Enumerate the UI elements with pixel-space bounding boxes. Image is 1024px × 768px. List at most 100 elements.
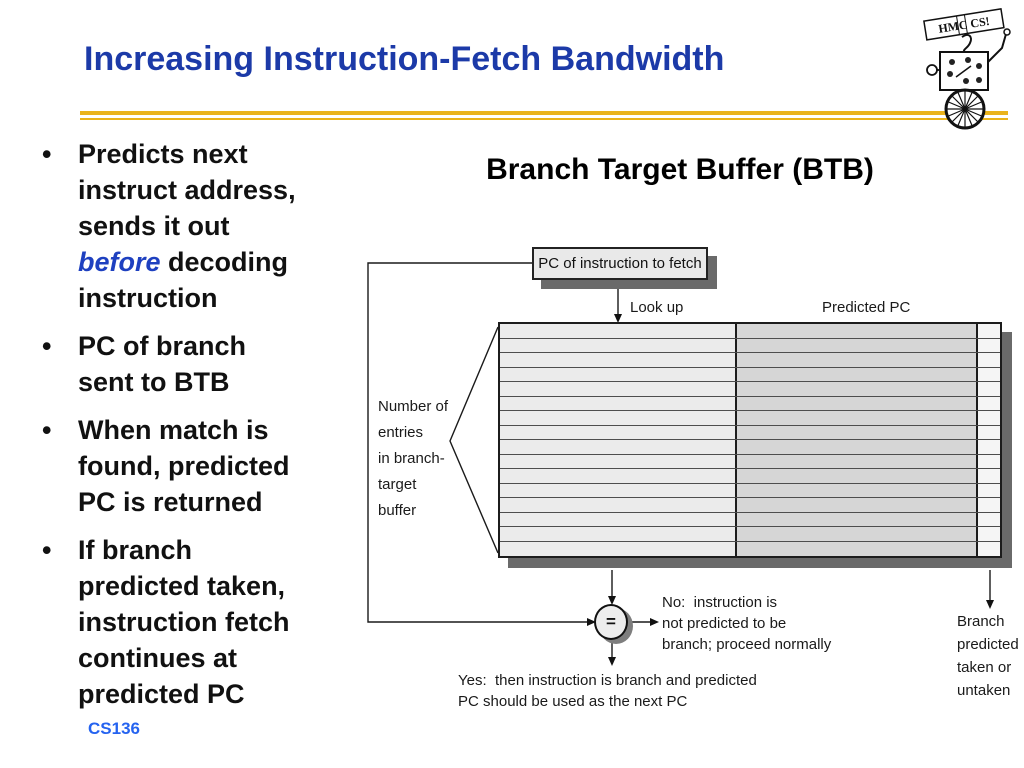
cell-prediction-state	[978, 382, 1000, 396]
bullet-list: • Predicts next instruct address, sends it …	[42, 136, 378, 724]
label-line: untaken	[957, 682, 1011, 699]
cell-lookup-pc	[500, 425, 737, 439]
bullet-line: PC is returned	[78, 487, 263, 517]
btb-table-row	[500, 469, 1000, 484]
logo-dots	[947, 57, 982, 84]
label-line: predicted	[957, 636, 1019, 653]
accent-rule	[80, 111, 1008, 120]
bullet-item: • If branch predicted taken, instruction fe…	[42, 532, 378, 712]
cell-prediction-state	[978, 440, 1000, 454]
label-line: target	[378, 476, 417, 493]
cell-predicted-pc	[737, 382, 978, 396]
bullet-line: found, predicted	[78, 451, 290, 481]
cell-predicted-pc	[737, 483, 978, 497]
label-line: Yes: then instruction is branch and pred…	[458, 672, 757, 689]
bullet-text: If branch predicted taken, instruction fet…	[78, 532, 290, 712]
btb-table-row	[500, 527, 1000, 542]
btb-table-row	[500, 483, 1000, 498]
cell-lookup-pc	[500, 411, 737, 425]
cell-lookup-pc	[500, 382, 737, 396]
bullet-line: instruct address,	[78, 175, 296, 205]
btb-table-row	[500, 324, 1000, 339]
cell-prediction-state	[978, 411, 1000, 425]
btb-table-row	[500, 512, 1000, 527]
label-line: entries	[378, 424, 424, 441]
bullet-item: • When match is found, predicted PC is retu…	[42, 412, 378, 520]
cell-predicted-pc	[737, 353, 978, 367]
logo-arm	[987, 33, 1007, 63]
bullet-text: When match is found, predicted PC is retur…	[78, 412, 290, 520]
predicted-pc-label: Predicted PC	[822, 299, 911, 316]
label-line: branch; proceed normally	[662, 636, 832, 653]
bullet-line: instruction	[78, 283, 218, 313]
bullet-line: If branch	[78, 535, 193, 565]
cell-predicted-pc	[737, 512, 978, 526]
cell-predicted-pc	[737, 338, 978, 352]
bullet-line: Predicts next	[78, 139, 248, 169]
diagram-heading: Branch Target Buffer (BTB)	[486, 153, 874, 186]
bullet-line: PC of branch	[78, 331, 247, 361]
bullet-line: before decoding	[78, 247, 289, 277]
cell-prediction-state	[978, 367, 1000, 381]
bullet-marker: •	[42, 415, 52, 445]
btb-table-row	[500, 382, 1000, 397]
btb-table-row	[500, 353, 1000, 368]
cell-lookup-pc	[500, 338, 737, 352]
bullet-line: instruction fetch	[78, 607, 290, 637]
cell-prediction-state	[978, 512, 1000, 526]
cell-predicted-pc	[737, 498, 978, 512]
cell-lookup-pc	[500, 367, 737, 381]
cell-prediction-state	[978, 425, 1000, 439]
cell-lookup-pc	[500, 498, 737, 512]
btb-table	[498, 322, 1002, 558]
cell-lookup-pc	[500, 324, 737, 338]
label-line: No: instruction is	[662, 594, 778, 611]
cell-prediction-state	[978, 353, 1000, 367]
cell-predicted-pc	[737, 541, 978, 556]
cell-predicted-pc	[737, 527, 978, 541]
label-line: Number of	[378, 398, 449, 415]
cell-lookup-pc	[500, 454, 737, 468]
label-line: PC should be used as the next PC	[458, 693, 688, 710]
cell-lookup-pc	[500, 353, 737, 367]
label-line: buffer	[378, 502, 417, 519]
btb-table-row	[500, 498, 1000, 513]
cell-predicted-pc	[737, 367, 978, 381]
label-line: not predicted to be	[662, 615, 787, 632]
btb-table-row	[500, 411, 1000, 426]
btb-table-row	[500, 440, 1000, 455]
btb-table-row	[500, 367, 1000, 382]
bullet-text: Predicts next instruct address, sends it o…	[78, 136, 296, 316]
bullet-marker: •	[42, 535, 52, 565]
cell-prediction-state	[978, 396, 1000, 410]
logo-hook	[961, 33, 972, 53]
equals-comparator: =	[594, 604, 628, 640]
cell-lookup-pc	[500, 483, 737, 497]
cell-predicted-pc	[737, 411, 978, 425]
hmc-cs-logo: HMC CS!	[923, 8, 1011, 130]
cell-predicted-pc	[737, 469, 978, 483]
cell-predicted-pc	[737, 396, 978, 410]
bullet-marker: •	[42, 139, 52, 169]
cell-prediction-state	[978, 498, 1000, 512]
logo-banner	[923, 8, 1005, 41]
cell-prediction-state	[978, 324, 1000, 338]
label-line: in branch-	[378, 450, 445, 467]
cell-prediction-state	[978, 454, 1000, 468]
btb-table-row	[500, 541, 1000, 556]
logo-left-knob	[926, 64, 938, 76]
bullet-line: When match is	[78, 415, 269, 445]
bullet-line: sends it out	[78, 211, 230, 241]
course-footer: CS136	[88, 719, 140, 738]
bullet-line: predicted taken,	[78, 571, 286, 601]
bullet-line: predicted PC	[78, 679, 245, 709]
slide-title: Increasing Instruction-Fetch Bandwidth	[84, 40, 725, 78]
look-up-label: Look up	[630, 299, 684, 316]
cell-prediction-state	[978, 541, 1000, 556]
cell-lookup-pc	[500, 440, 737, 454]
logo-unicycle-wheel	[944, 88, 986, 130]
